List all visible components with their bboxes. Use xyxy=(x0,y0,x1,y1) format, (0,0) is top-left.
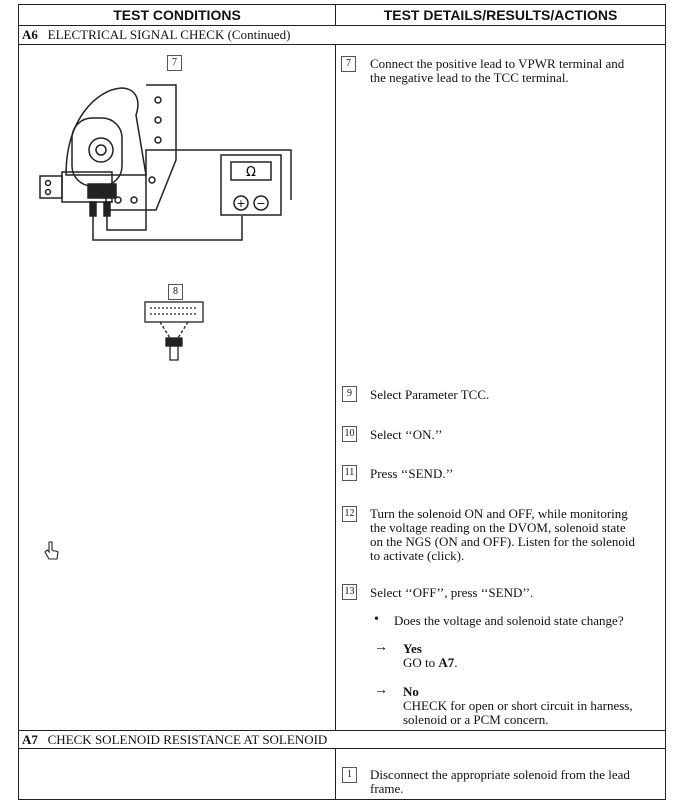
figure-8-number: 8 xyxy=(168,284,183,300)
a7-title-divider xyxy=(18,748,666,749)
a6-title-divider xyxy=(18,44,666,45)
step-13-text: Select ‘‘OFF’’, press ‘‘SEND’’. xyxy=(370,585,534,600)
yes-label: Yes xyxy=(403,641,422,656)
step-10-text: Select ‘‘ON.’’ xyxy=(370,427,443,442)
a7-step-1-text: Disconnect the appropriate solenoid from… xyxy=(370,767,630,796)
step-9-text: Select Parameter TCC. xyxy=(370,387,490,402)
header-test-conditions: TEST CONDITIONS xyxy=(113,7,241,23)
section-a7-text: CHECK SOLENOID RESISTANCE AT SOLENOID xyxy=(47,732,328,747)
step-10-number: 10 xyxy=(342,426,357,442)
step-12-text: Turn the solenoid ON and OFF, while moni… xyxy=(370,506,636,563)
column-divider-header xyxy=(335,4,336,25)
section-a6-text: ELECTRICAL SIGNAL CHECK (Continued) xyxy=(47,27,291,42)
step-7-number: 7 xyxy=(341,56,356,72)
no-arrow-icon: → xyxy=(374,683,388,698)
yes-arrow-icon: → xyxy=(374,640,388,655)
ohm-icon: Ω xyxy=(246,165,256,180)
question-text: Does the voltage and solenoid state chan… xyxy=(394,613,624,628)
step-9-number: 9 xyxy=(342,386,357,402)
figure-7-diagram: Ω + − xyxy=(39,84,292,241)
table-border-left xyxy=(18,4,19,800)
a7-top-divider xyxy=(18,730,666,731)
step-11-number: 11 xyxy=(342,465,357,481)
table-border-right xyxy=(665,4,666,800)
figure-7-number: 7 xyxy=(167,55,182,71)
section-a6-title: A6 ELECTRICAL SIGNAL CHECK (Continued) xyxy=(22,28,290,42)
yes-action: GO to A7. xyxy=(403,655,458,670)
table-border-top xyxy=(18,4,666,5)
header-test-details: TEST DETAILS/RESULTS/ACTIONS xyxy=(383,7,618,23)
hand-pointer-icon xyxy=(44,541,59,560)
section-a7-code: A7 xyxy=(22,732,38,747)
step-7-text: Connect the positive lead to VPWR termin… xyxy=(370,56,625,85)
column-divider-a7 xyxy=(335,748,336,799)
question-bullet: • xyxy=(374,612,379,627)
column-divider-a6 xyxy=(335,44,336,730)
section-a6-code: A6 xyxy=(22,27,38,42)
section-a7-title: A7 CHECK SOLENOID RESISTANCE AT SOLENOID xyxy=(22,733,327,747)
no-action: CHECK for open or short circuit in harne… xyxy=(403,698,633,727)
a7-step-1-number: 1 xyxy=(342,767,357,783)
step-13-number: 13 xyxy=(342,584,357,600)
plus-terminal-icon: + xyxy=(236,197,245,210)
no-label: No xyxy=(403,684,419,699)
table-border-bottom xyxy=(18,799,666,800)
step-12-number: 12 xyxy=(342,506,357,522)
minus-terminal-icon: − xyxy=(256,197,265,210)
header-divider xyxy=(18,25,666,26)
step-11-text: Press ‘‘SEND.’’ xyxy=(370,466,454,481)
figure-8-diagram xyxy=(144,301,204,361)
